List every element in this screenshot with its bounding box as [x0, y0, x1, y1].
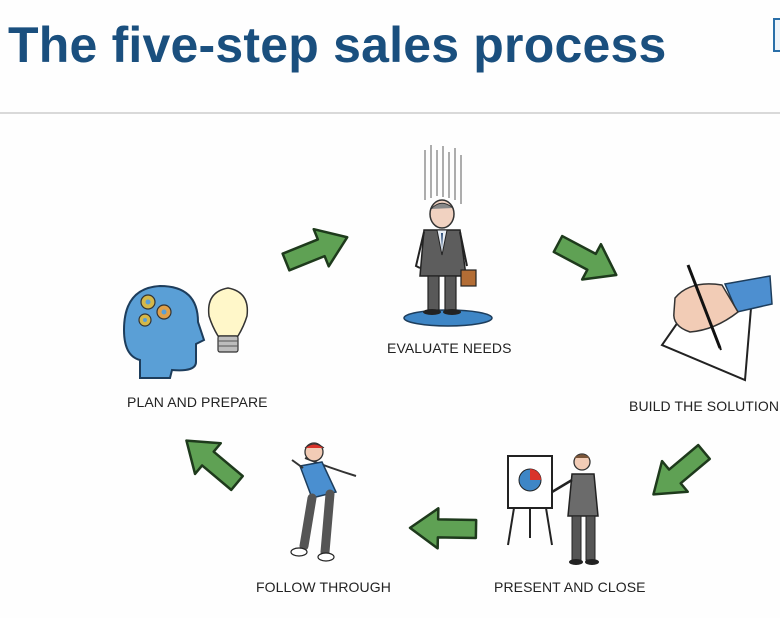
step-label-evaluate-needs: EVALUATE NEEDS	[387, 340, 512, 356]
step-label-follow-through: FOLLOW THROUGH	[256, 579, 391, 595]
arrow-build-to-present	[639, 435, 719, 511]
worried-businessman-icon	[403, 145, 493, 327]
step-label-present-and-close: PRESENT AND CLOSE	[494, 579, 646, 595]
slide-title: The five-step sales process	[8, 17, 667, 73]
golfer-icon	[290, 442, 357, 562]
arrow-follow-to-plan	[172, 424, 252, 500]
step-label-build-the-solution: BUILD THE SOLUTION	[629, 398, 780, 414]
hand-writing-icon	[660, 264, 773, 382]
head-gears-lightbulb-icon	[122, 284, 249, 379]
arrow-plan-to-evaluate	[277, 217, 356, 282]
corner-mark	[773, 18, 780, 52]
title-divider	[0, 112, 780, 114]
arrow-evaluate-to-build	[547, 225, 627, 294]
arrow-present-to-follow	[408, 506, 478, 551]
presenter-chart-icon	[507, 453, 599, 565]
step-label-plan-and-prepare: PLAN AND PREPARE	[127, 394, 268, 410]
